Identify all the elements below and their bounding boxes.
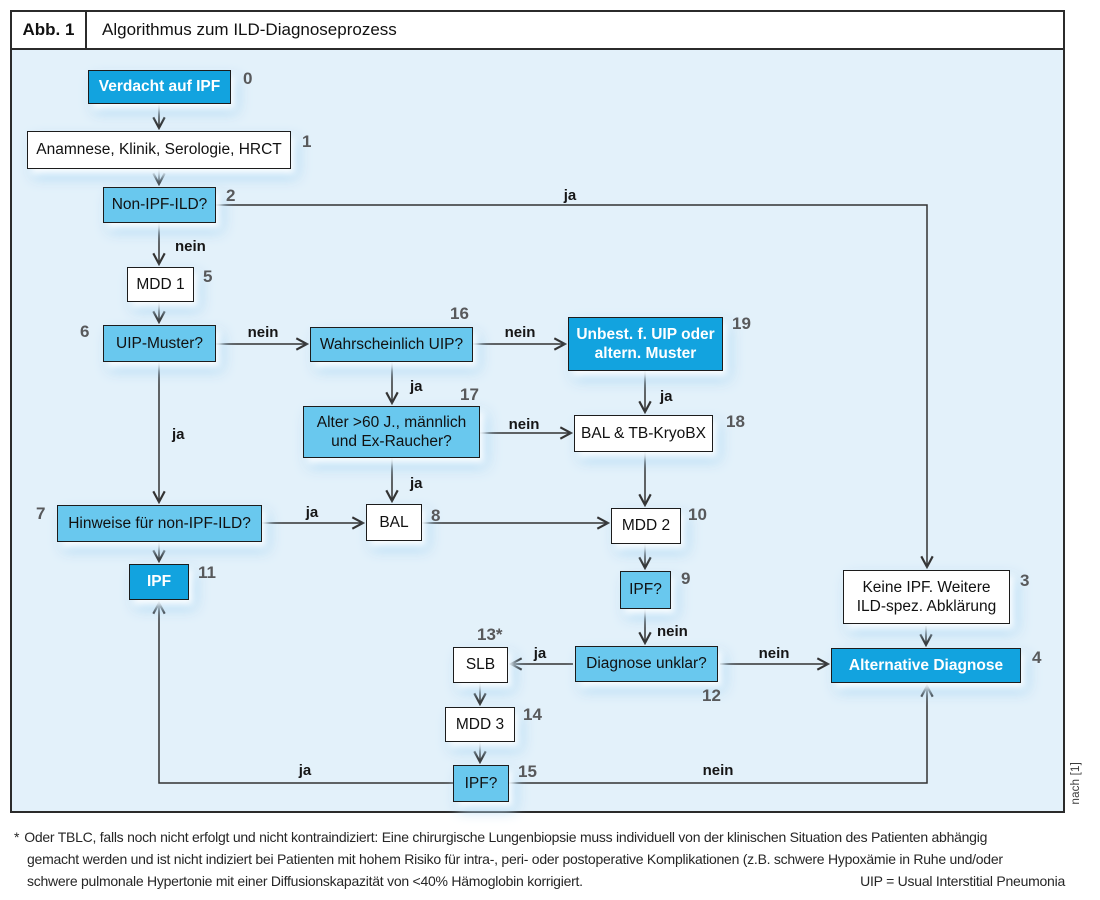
- edge-label-ja-7-8: ja: [305, 504, 319, 521]
- node-alter-60-maennlich-ex-raucher: Alter >60 J., männlich und Ex-Raucher?: [303, 406, 480, 458]
- node-anamnese-klinik-serologie-hrct: Anamnese, Klinik, Serologie, HRCT: [27, 131, 291, 169]
- node-bal: BAL: [366, 504, 422, 541]
- node-ipf: IPF: [129, 564, 189, 600]
- edge-label-nein-17-18: nein: [508, 416, 540, 433]
- step-number-16: 16: [450, 304, 469, 323]
- step-number-2: 2: [226, 186, 236, 205]
- node-diagnose-unklar: Diagnose unklar?: [575, 646, 718, 682]
- step-number-8: 8: [431, 506, 441, 525]
- uip-abbreviation: UIP = Usual Interstitial Pneumonia: [860, 873, 1065, 889]
- node-keine-ipf-weitere-abklaerung: Keine IPF. Weitere ILD-spez. Abklärung: [843, 570, 1010, 624]
- node-mdd-1: MDD 1: [127, 267, 194, 302]
- edge-label-ja-12-13: ja: [533, 645, 547, 662]
- figure-title: Algorithmus zum ILD-Diagnoseprozess: [102, 20, 397, 39]
- edge-label-nein-15-4: nein: [702, 762, 734, 779]
- node-non-ipf-ild: Non-IPF-ILD?: [103, 187, 216, 223]
- edge-label-nein-9-12: nein: [657, 623, 688, 640]
- step-number-0: 0: [243, 69, 253, 88]
- node-slb: SLB: [453, 647, 508, 683]
- step-number-18: 18: [726, 412, 745, 431]
- edge-label-ja-15-11: ja: [298, 762, 312, 779]
- step-number-19: 19: [732, 314, 751, 333]
- node-uip-muster: UIP-Muster?: [103, 325, 216, 362]
- node-unbest-uip-oder-altern-muster: Unbest. f. UIP oder altern. Muster: [568, 317, 723, 371]
- edge-label-ja-16-17: ja: [410, 378, 423, 395]
- step-number-11: 11: [198, 563, 216, 582]
- node-mdd-2: MDD 2: [611, 508, 681, 544]
- node-verdacht-auf-ipf: Verdacht auf IPF: [88, 70, 231, 104]
- edge-label-ja-17-8: ja: [410, 475, 423, 492]
- edge-label-nein-6-16: nein: [247, 324, 279, 341]
- edge-label-ja-2-3: ja: [563, 187, 577, 204]
- step-number-13: 13*: [477, 625, 503, 644]
- step-number-1: 1: [302, 132, 312, 151]
- node-ipf-frage: IPF?: [620, 571, 671, 609]
- node-bal-tb-kryobx: BAL & TB-KryoBX: [574, 415, 713, 452]
- figure-header: Abb. 1 Algorithmus zum ILD-Diagnoseproze…: [12, 12, 1063, 50]
- source-credit: nach [1]: [1070, 762, 1082, 805]
- edge-label-nein-16-19: nein: [504, 324, 536, 341]
- step-number-17: 17: [460, 385, 479, 404]
- node-ipf-frage-2: IPF?: [453, 765, 509, 802]
- step-number-14: 14: [523, 705, 542, 724]
- edge-label-ja-6-7: ja: [172, 426, 185, 443]
- step-number-12: 12: [702, 686, 721, 705]
- step-number-9: 9: [681, 569, 691, 588]
- step-number-15: 15: [518, 762, 537, 781]
- step-number-3: 3: [1020, 571, 1030, 590]
- step-number-4: 4: [1032, 648, 1042, 667]
- step-number-6: 6: [80, 322, 90, 341]
- edge-label-nein-12-4: nein: [758, 645, 790, 662]
- footnote-asterisk: *: [14, 829, 20, 845]
- node-alternative-diagnose: Alternative Diagnose: [831, 648, 1021, 683]
- node-hinweise-non-ipf-ild: Hinweise für non-IPF-ILD?: [57, 505, 262, 542]
- footnote-line-3: schwere pulmonale Hypertonie mit einer D…: [14, 870, 1065, 892]
- footnote: *Oder TBLC, falls noch nicht erfolgt und…: [14, 826, 1065, 892]
- node-wahrscheinlich-uip: Wahrscheinlich UIP?: [310, 327, 473, 362]
- footnote-line-2: gemacht werden und ist nicht indiziert b…: [27, 851, 1003, 867]
- step-number-7: 7: [36, 504, 46, 523]
- step-number-5: 5: [203, 267, 213, 286]
- edge-label-ja-19-18: ja: [660, 388, 673, 405]
- step-number-10: 10: [688, 505, 707, 524]
- figure-number: Abb. 1: [12, 12, 87, 48]
- edge-label-nein-2-5: nein: [175, 238, 206, 255]
- footnote-line-1: *Oder TBLC, falls noch nicht erfolgt und…: [14, 826, 1065, 848]
- node-mdd-3: MDD 3: [445, 707, 515, 742]
